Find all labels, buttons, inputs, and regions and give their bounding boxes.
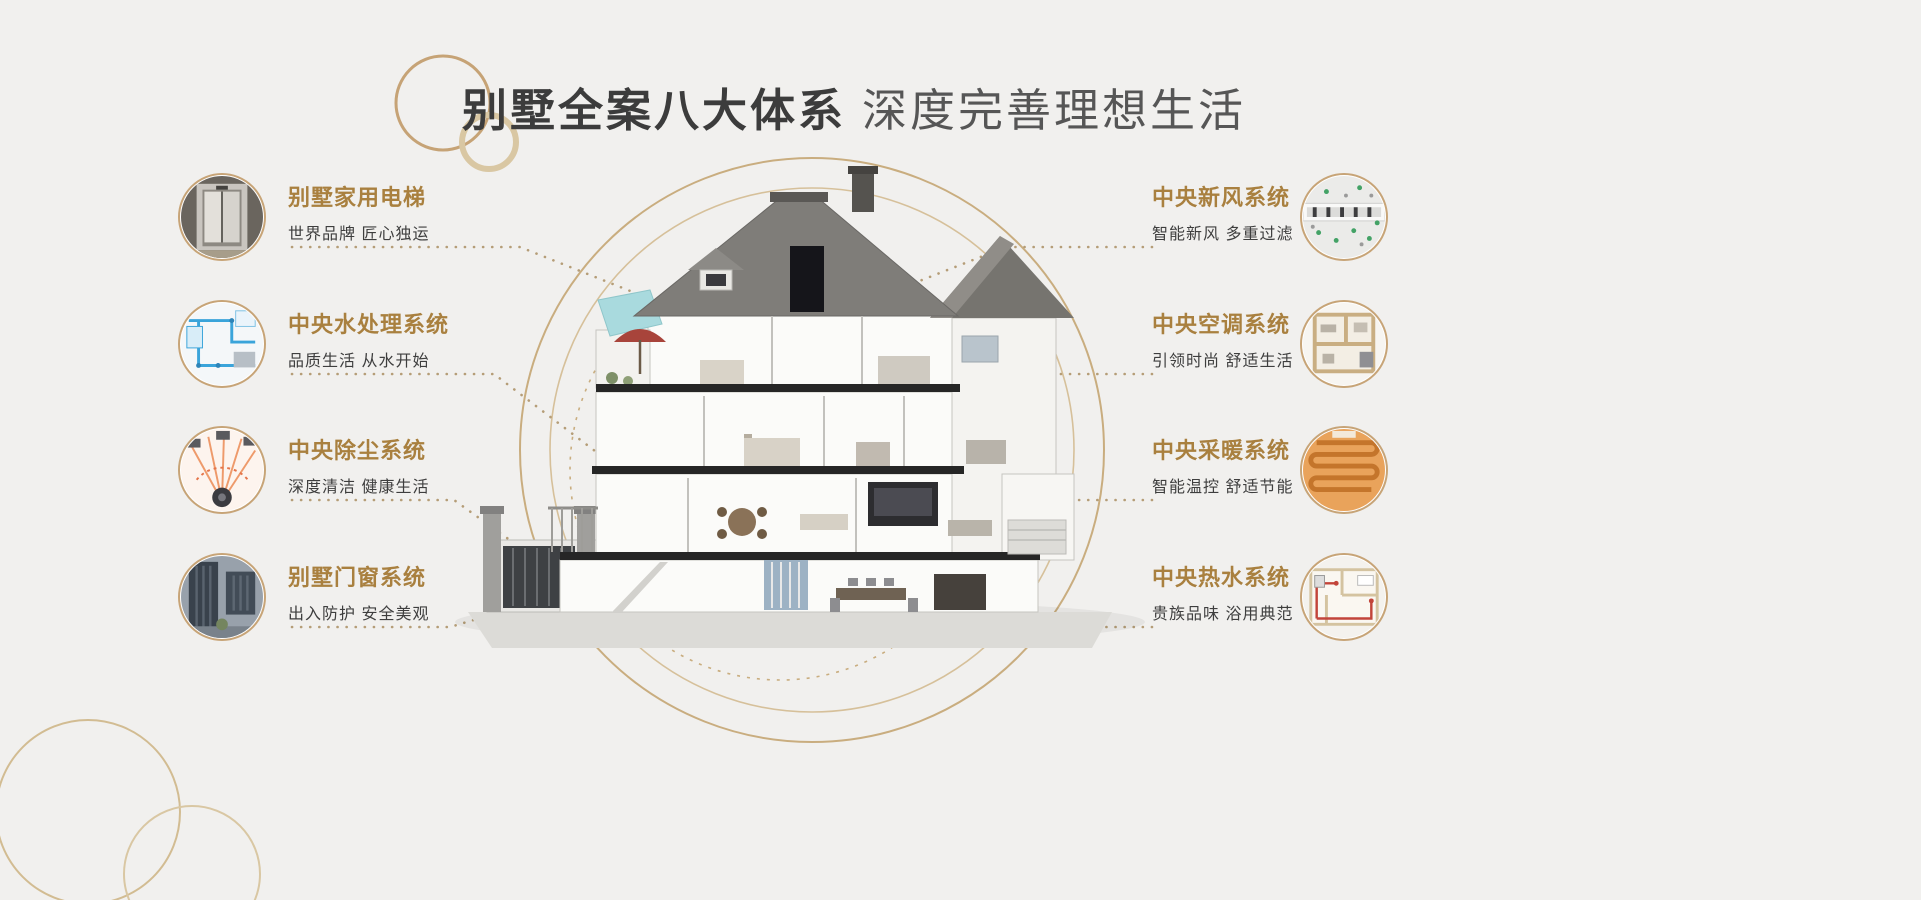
feature-subtitle: 贵族品味 浴用典范 [1152,606,1294,623]
feature-item-floor-heating: 中央采暖系统 智能温控 舒适节能 [1152,426,1388,514]
feature-item-hot-water: 中央热水系统 贵族品味 浴用典范 [1152,553,1388,641]
feature-title: 别墅家用电梯 [288,185,427,210]
feature-subtitle: 出入防护 安全美观 [288,606,430,623]
dust-removal-icon [178,426,266,514]
villa-cutaway [455,166,1145,648]
feature-subtitle: 智能温控 舒适节能 [1152,479,1294,496]
feature-item-fresh-air: 中央新风系统 智能新风 多重过滤 [1152,173,1388,261]
feature-item-elevator: 别墅家用电梯 世界品牌 匠心独运 [178,173,429,261]
feature-subtitle: 深度清洁 健康生活 [288,479,430,496]
feature-title: 中央新风系统 [1152,185,1291,210]
elevator-icon [178,173,266,261]
door-window-icon [178,553,266,641]
title-ornament-rings [394,54,519,172]
feature-title: 中央热水系统 [1152,565,1291,590]
page-title: 别墅全案八大体系深度完善理想生活 [462,74,1246,139]
feature-title: 中央水处理系统 [288,312,450,337]
feature-subtitle: 引领时尚 舒适生活 [1152,353,1294,370]
feature-subtitle: 品质生活 从水开始 [288,353,430,370]
feature-item-water-treatment: 中央水处理系统 品质生活 从水开始 [178,300,449,388]
page-title-bold: 别墅全案八大体系 [462,85,847,136]
corner-ornament-rings [0,719,261,900]
page-title-light: 深度完善理想生活 [862,85,1247,136]
feature-title: 中央除尘系统 [288,438,427,463]
feature-item-dust-removal: 中央除尘系统 深度清洁 健康生活 [178,426,429,514]
fresh-air-icon [1300,173,1388,261]
feature-title: 中央空调系统 [1152,312,1291,337]
feature-item-air-conditioning: 中央空调系统 引领时尚 舒适生活 [1152,300,1388,388]
feature-title: 别墅门窗系统 [288,565,427,590]
floor-heating-icon [1300,426,1388,514]
hot-water-icon [1300,553,1388,641]
feature-subtitle: 世界品牌 匠心独运 [288,226,430,243]
water-treatment-icon [178,300,266,388]
air-conditioning-icon [1300,300,1388,388]
feature-subtitle: 智能新风 多重过滤 [1152,226,1294,243]
feature-item-door-window: 别墅门窗系统 出入防护 安全美观 [178,553,429,641]
feature-title: 中央采暖系统 [1152,438,1291,463]
